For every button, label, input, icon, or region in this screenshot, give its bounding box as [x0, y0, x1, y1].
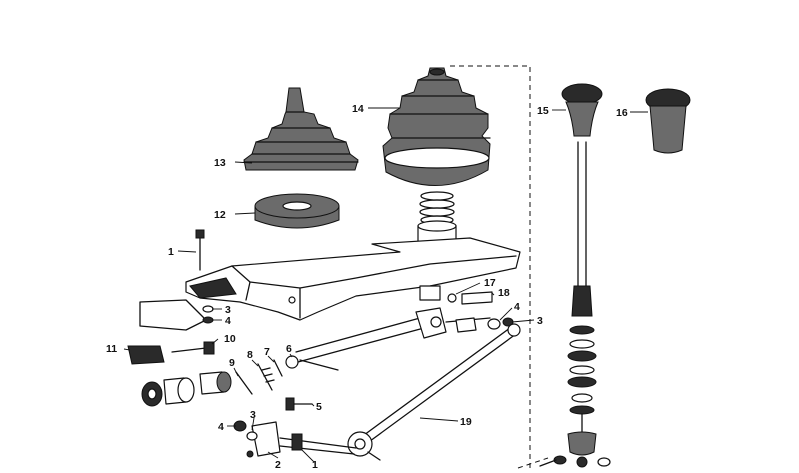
part-7-pin — [273, 359, 283, 377]
part-11-block — [127, 345, 165, 365]
callout-12: 12 — [214, 209, 226, 221]
part-5-bolt — [285, 397, 313, 411]
part-17-bolt — [447, 293, 457, 303]
callout-18: 18 — [498, 287, 510, 299]
part-9-pin — [235, 371, 253, 395]
callout-4-right: 4 — [514, 301, 520, 313]
part-19-connecting-rod — [347, 323, 521, 461]
callout-3-lower: 3 — [250, 409, 256, 421]
callout-14: 14 — [352, 103, 364, 115]
callout-7: 7 — [264, 346, 270, 358]
part-15-gear-knob — [561, 83, 603, 137]
callout-leader-lines — [123, 107, 648, 463]
part-13-rubber-boot — [243, 87, 359, 171]
callout-2: 2 — [275, 459, 281, 471]
part-12-foam-ring — [254, 193, 340, 229]
gear-lever-washer-stack — [539, 325, 611, 468]
part-18-pin — [461, 291, 493, 305]
part-10-bolt — [171, 341, 215, 355]
callout-3-upper: 3 — [225, 304, 231, 316]
part-6-ball-joint — [285, 355, 299, 369]
callout-19: 19 — [460, 416, 472, 428]
bushings-row — [141, 371, 232, 407]
callout-13: 13 — [214, 157, 226, 169]
part-16-gear-knob — [645, 88, 691, 154]
shift-lever-bracket — [185, 237, 521, 321]
gear-lever-spring — [419, 191, 455, 225]
callout-6: 6 — [286, 343, 292, 355]
part-1-bolt-top — [195, 229, 205, 271]
callout-11: 11 — [106, 343, 117, 355]
callout-4-lower: 4 — [218, 421, 224, 433]
rod-end-bushings-right — [455, 317, 514, 333]
mounting-plate — [139, 299, 207, 331]
lower-clevis-bracket — [233, 420, 357, 458]
callout-4-upper: 4 — [225, 315, 231, 327]
callout-17: 17 — [484, 277, 496, 289]
selector-shift-rod — [295, 307, 491, 371]
callout-8: 8 — [247, 349, 253, 361]
part-14-bellows-boot — [382, 67, 491, 186]
callout-labels: 13 12 14 1 3 4 10 11 9 8 7 6 5 17 18 4 3… — [106, 103, 628, 471]
callout-9: 9 — [229, 357, 235, 369]
part-8-spring-pin — [257, 363, 275, 391]
parts-3-4-washer-nut — [202, 305, 214, 324]
callout-15: 15 — [537, 105, 549, 117]
callout-1-top: 1 — [168, 246, 174, 258]
gear-lever-shaft — [571, 141, 593, 317]
callout-3-right: 3 — [537, 315, 543, 327]
callout-1-lower: 1 — [312, 459, 318, 471]
callout-16: 16 — [616, 107, 628, 119]
callout-5: 5 — [316, 401, 322, 413]
callout-10: 10 — [224, 333, 236, 345]
